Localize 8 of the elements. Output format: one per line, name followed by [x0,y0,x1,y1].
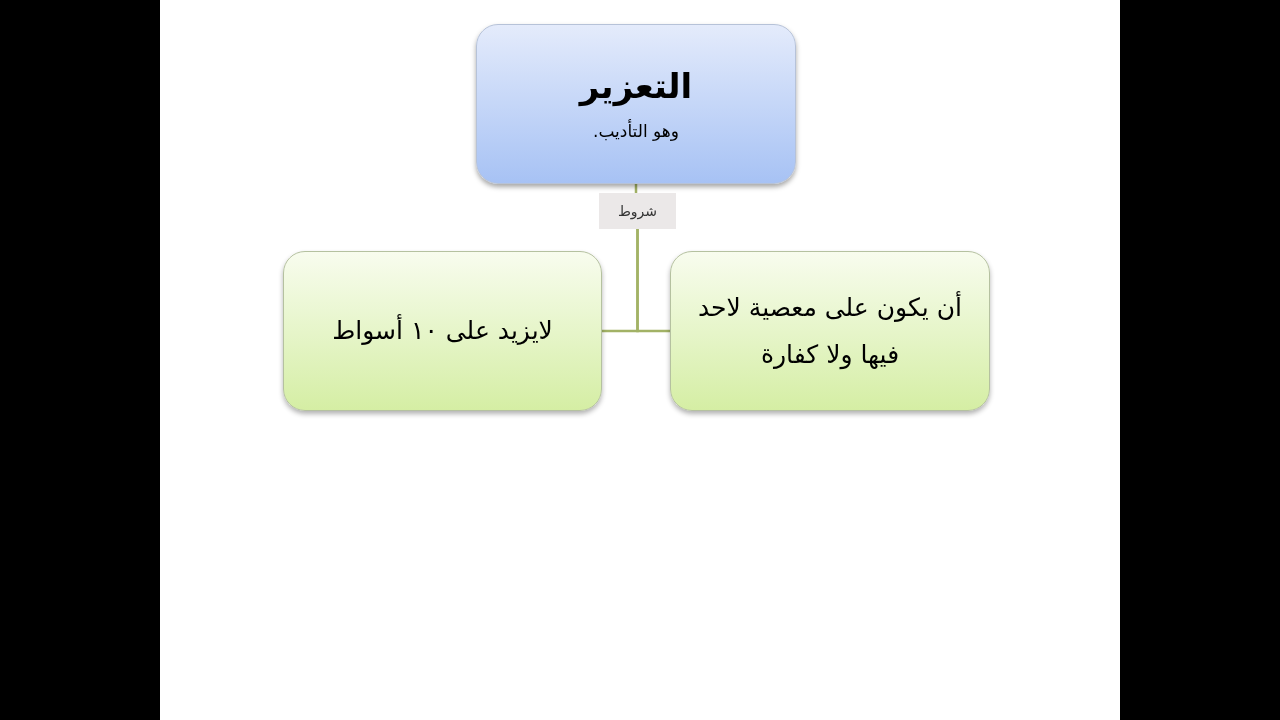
condition-box [670,251,990,411]
condition-text: أن يكون على معصية لاحد فيها ولا كفارة [696,290,964,372]
tag-text: شروط [617,204,658,218]
connector-line [602,229,639,333]
condition-box [283,251,602,411]
label-tag [599,193,676,229]
title-box [476,24,796,184]
condition-text: لايزيد على ١٠ أسواط [332,313,553,348]
